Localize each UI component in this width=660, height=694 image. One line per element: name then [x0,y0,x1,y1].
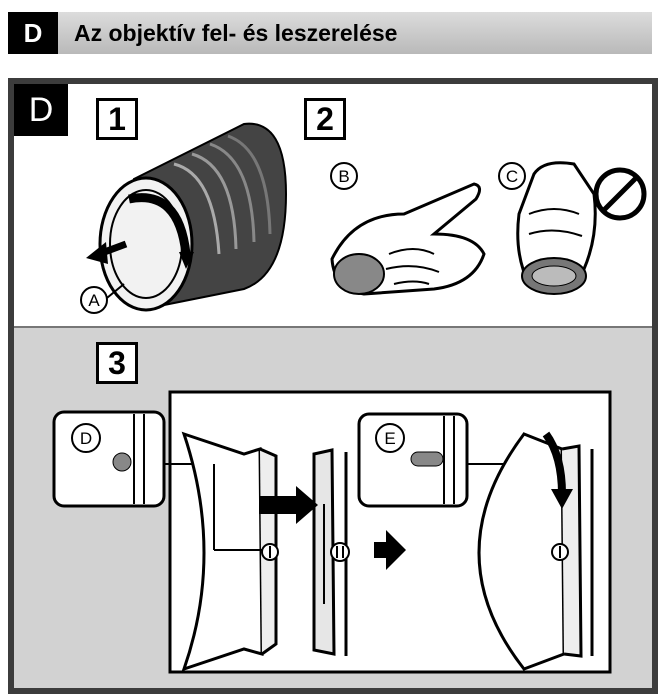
arrow-right-icon [374,530,406,570]
inset-e [357,412,469,508]
hand-illustration-c [516,161,647,295]
step-3-label: 3 [96,342,138,384]
no-entry-icon [593,167,647,221]
hand-illustration-b [330,182,486,296]
step-1-label: 1 [96,98,138,140]
lens-barrel-middle [312,448,350,656]
instruction-figure: A B C D E D 1 2 3 [8,78,658,694]
panel-divider [14,326,652,328]
figure-badge: D [14,84,68,136]
index-mark-icon [330,542,350,562]
callout-e: E [384,429,395,448]
illustration-art: A B C D E [52,122,647,674]
section-header: D Az objektív fel- és leszerelése [8,12,652,54]
callout-a: A [88,291,100,310]
inset-d [52,410,166,508]
section-badge: D [8,12,58,54]
rotate-arrow-icon [128,193,191,255]
callout-c: C [506,167,518,186]
lens-hood-right [477,431,594,671]
step-2-label: 2 [304,98,346,140]
callout-d: D [80,429,92,448]
lens-illustration [86,122,288,312]
callout-b: B [338,167,349,186]
arrow-right-icon [259,486,318,524]
section-title: Az objektív fel- és leszerelése [74,20,398,46]
